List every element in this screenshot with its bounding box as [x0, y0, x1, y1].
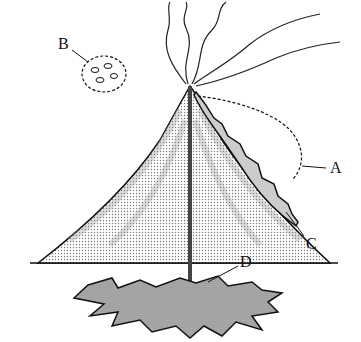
lava-flow — [194, 92, 298, 226]
ash-region-outline — [198, 96, 302, 180]
leader-line — [302, 166, 326, 168]
conduit — [188, 86, 192, 286]
leader-line — [286, 212, 304, 236]
callout-letter: D — [240, 254, 252, 270]
callout-letter: A — [330, 160, 342, 176]
volcano-cone — [38, 86, 330, 263]
ash-cloud-outline — [82, 56, 126, 92]
volcanic-bombs — [91, 64, 118, 83]
cone-shading — [70, 110, 300, 245]
magma-chamber — [74, 276, 282, 338]
leader-line — [208, 266, 238, 282]
callout-letter: C — [306, 236, 317, 252]
leader-line — [72, 50, 88, 62]
callout-letter: B — [58, 36, 69, 52]
volcanic-gas — [166, 2, 340, 86]
